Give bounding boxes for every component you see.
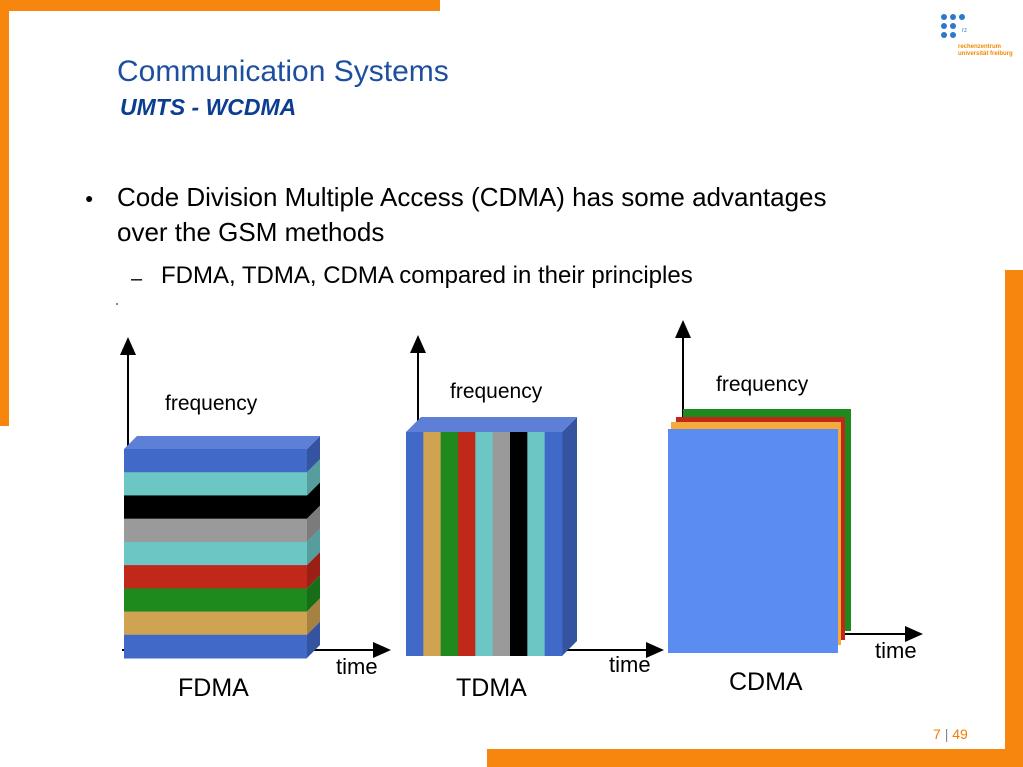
fdma-stripe-side [307,621,320,658]
tdma-side-face [562,417,577,656]
top-accent-bar [0,0,440,11]
page-number: 7 | 49 [933,726,968,742]
fdma-stripe-side [307,528,320,566]
fdma-stripe-side [307,436,320,473]
tdma-stripe [475,432,494,656]
fdma-caption: FDMA [178,674,249,702]
cdma-caption: CDMA [729,668,803,696]
tdma-caption: TDMA [456,674,527,702]
page-total: 49 [952,726,968,742]
fdma-panel: frequency time FDMA [120,337,391,702]
tdma-stripe [440,432,459,656]
fdma-stripe-side [307,482,320,519]
fdma-stripe-side [307,552,320,589]
fdma-stripe [124,611,307,636]
page-current: 7 [933,726,941,742]
fdma-stripe-side [307,575,320,612]
fdma-stripe [124,449,307,473]
tdma-stripe [544,432,563,656]
tdma-stripe [406,432,424,656]
bottom-accent-bar [487,749,1023,767]
fdma-stripe [124,541,307,566]
fdma-stripe [124,472,307,496]
fdma-stripes [124,436,320,659]
tdma-stripe [510,432,528,656]
logo-name: rechenzentrum universität freiburg [958,44,1013,58]
cdma-time-label: time [875,638,917,663]
tdma-stripe [527,432,546,656]
left-accent-bar [0,0,9,426]
cdma-panel: frequency time CDMA [668,320,923,696]
logo-name-line2: universität freiburg [958,51,1013,57]
tdma-stripes [406,417,577,656]
fdma-top-face [124,436,320,449]
tdma-frequency-label: frequency [450,380,543,403]
fdma-stripe-side [307,459,320,496]
slide-title: Communication Systems [117,55,449,88]
fdma-stripe-side [307,505,320,542]
tdma-stripe [492,432,511,656]
tdma-stripe [458,432,476,656]
cdma-frequency-label: frequency [716,373,809,396]
tdma-top-face [406,417,577,432]
sub-bullet-text: FDMA, TDMA, CDMA compared in their princ… [161,262,693,289]
fdma-stripe [124,518,307,543]
fdma-stripe [124,588,307,613]
tdma-time-label: time [609,652,651,677]
slide-subtitle: UMTS - WCDMA [120,94,297,120]
fdma-stripe [124,565,307,589]
logo-name-line1: rechenzentrum [958,44,1002,50]
fdma-stripe-side [307,598,320,635]
bullet-icon: ● [85,190,94,206]
fdma-stripe [124,634,307,659]
sub-bullet-dash-icon: – [131,268,143,290]
logo-short: rz [962,28,967,34]
right-accent-bar [1005,270,1023,767]
fdma-frequency-label: frequency [165,392,258,415]
fdma-stripe [124,495,307,520]
bullet-text: Code Division Multiple Access (CDMA) has… [117,182,827,247]
cdma-layer-front [668,429,838,653]
page-separator: | [944,726,949,742]
tdma-panel: frequency time TDMA [406,335,664,702]
fdma-time-label: time [336,654,378,679]
tdma-stripe [423,432,442,656]
stray-mark [116,303,118,305]
